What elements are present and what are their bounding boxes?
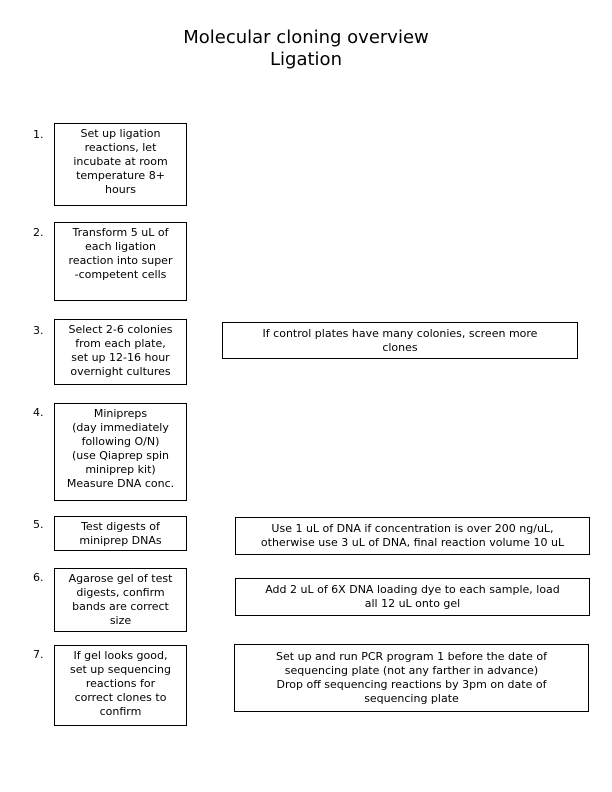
step-4-box: Minipreps (day immediately following O/N… [54,403,187,501]
step-4-number: 4. [33,406,44,419]
step-3-box: Select 2-6 colonies from each plate, set… [54,319,187,385]
step-6-box: Agarose gel of test digests, confirm ban… [54,568,187,632]
step-1-box: Set up ligation reactions, let incubate … [54,123,187,206]
step-6-number: 6. [33,571,44,584]
step-2-number: 2. [33,226,44,239]
step-5-box: Test digests of miniprep DNAs [54,516,187,551]
note-step-6: Add 2 uL of 6X DNA loading dye to each s… [235,578,590,616]
note-step-5: Use 1 uL of DNA if concentration is over… [235,517,590,555]
note-step-3: If control plates have many colonies, sc… [222,322,578,359]
step-5-number: 5. [33,518,44,531]
note-step-7: Set up and run PCR program 1 before the … [234,644,589,712]
step-7-box: If gel looks good, set up sequencing rea… [54,645,187,726]
step-2-box: Transform 5 uL of each ligation reaction… [54,222,187,301]
step-1-number: 1. [33,128,44,141]
step-3-number: 3. [33,324,44,337]
step-7-number: 7. [33,648,44,661]
page-title: Molecular cloning overview Ligation [183,27,429,70]
